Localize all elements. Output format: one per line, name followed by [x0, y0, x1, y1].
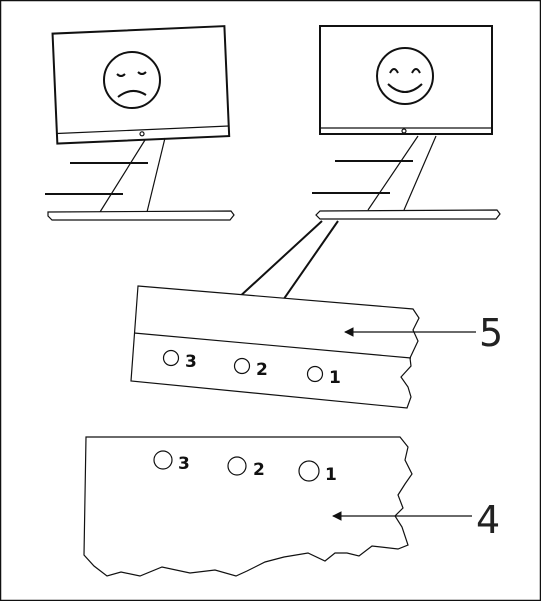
monitor-left-base [47, 210, 235, 221]
upper-hole-3 [162, 349, 180, 367]
upper-hole-1 [306, 365, 324, 383]
monitor-right-screen [319, 25, 493, 135]
callout-label-4: 4 [476, 498, 500, 542]
upper-hole-label-1: 1 [329, 368, 341, 388]
happy-face-icon [376, 47, 434, 105]
lower-hole-label-3: 3 [178, 454, 190, 474]
upper-hole-label-2: 2 [256, 360, 268, 380]
callout-label-5: 5 [479, 311, 503, 355]
upper-hole-label-3: 3 [185, 352, 197, 372]
sad-face-icon [103, 51, 161, 109]
lower-hole-3 [153, 450, 173, 470]
monitor-left-screen [51, 25, 231, 145]
monitor-right-base [315, 209, 501, 220]
lower-hole-2 [227, 456, 247, 476]
lower-hole-label-2: 2 [253, 460, 265, 480]
monitor-left [45, 25, 235, 221]
lower-hole-1 [298, 460, 320, 482]
upper-panel: 3 2 1 [130, 285, 420, 409]
lower-hole-label-1: 1 [325, 465, 337, 485]
monitor-right [312, 25, 501, 220]
lower-panel: 3 2 1 [83, 436, 413, 577]
upper-hole-2 [233, 357, 251, 375]
